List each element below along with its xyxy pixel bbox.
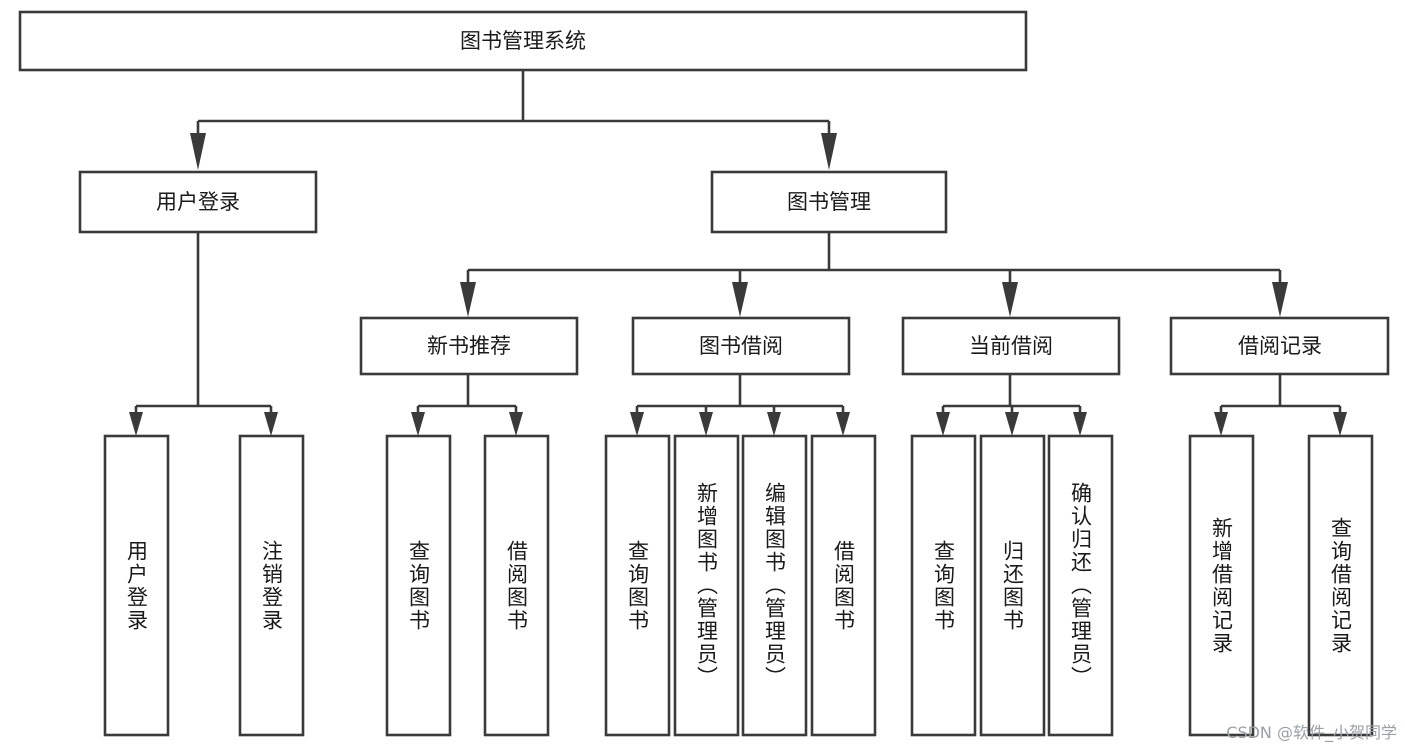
node-box-book-borrow[interactable] <box>631 316 851 376</box>
arrow-head-leaf-borrow-book-2 <box>836 412 850 436</box>
arrow-head-leaf-logout <box>264 412 278 436</box>
node-box-borrow-record[interactable] <box>1169 316 1390 376</box>
node-box-new-book-rec[interactable] <box>359 316 579 376</box>
arrow-head-leaf-edit-book <box>767 412 781 436</box>
arrow-head-leaf-user-login <box>129 412 143 436</box>
node-box-leaf-return-book[interactable] <box>979 434 1046 737</box>
node-label-book-manage: 图书管理 <box>787 190 871 214</box>
connector-group-new-book-rec <box>411 374 523 436</box>
node-label-new-book-rec: 新书推荐 <box>427 334 511 358</box>
node-box-leaf-query-book-3[interactable] <box>910 434 977 737</box>
node-box-leaf-query-book-1[interactable] <box>385 434 452 737</box>
node-box-leaf-add-book[interactable] <box>673 434 740 737</box>
node-label-root: 图书管理系统 <box>460 29 586 53</box>
node-box-leaf-confirm-return[interactable] <box>1047 434 1114 737</box>
node-box-current-borrow[interactable] <box>901 316 1121 376</box>
connector-group-book-manage <box>460 232 1288 317</box>
arrow-head-user-login <box>190 133 206 170</box>
connector-group-root <box>190 70 837 170</box>
node-box-root[interactable] <box>18 10 1028 72</box>
node-box-leaf-logout[interactable] <box>238 434 305 737</box>
node-box-leaf-borrow-book-2[interactable] <box>810 434 877 737</box>
connector-group-user-login <box>129 232 278 436</box>
node-box-leaf-query-record[interactable] <box>1307 434 1374 737</box>
node-box-leaf-add-record[interactable] <box>1188 434 1255 737</box>
node-label-book-borrow: 图书借阅 <box>699 334 783 358</box>
connector-group-current-borrow <box>936 374 1087 436</box>
node-box-book-manage[interactable] <box>710 170 948 234</box>
node-box-leaf-edit-book[interactable] <box>741 434 808 737</box>
arrow-head-leaf-query-record <box>1333 412 1347 436</box>
arrow-head-borrow-record <box>1272 282 1288 317</box>
arrow-head-new-book-rec <box>460 282 476 317</box>
arrow-head-leaf-query-book-2 <box>630 412 644 436</box>
connector-group-book-borrow <box>630 374 850 436</box>
arrow-head-leaf-add-book <box>699 412 713 436</box>
arrow-head-current-borrow <box>1002 282 1018 317</box>
arrow-head-leaf-borrow-book-1 <box>509 412 523 436</box>
arrow-head-book-borrow <box>732 282 748 317</box>
node-label-user-login: 用户登录 <box>156 190 240 214</box>
arrow-head-leaf-add-record <box>1214 412 1228 436</box>
node-box-leaf-borrow-book-1[interactable] <box>483 434 550 737</box>
arrow-head-leaf-query-book-3 <box>936 412 950 436</box>
node-label-current-borrow: 当前借阅 <box>969 334 1053 358</box>
arrow-head-leaf-return-book <box>1005 412 1019 436</box>
node-box-user-login[interactable] <box>78 170 318 234</box>
arrow-head-leaf-confirm-return <box>1073 412 1087 436</box>
node-label-borrow-record: 借阅记录 <box>1238 334 1322 358</box>
arrow-head-book-manage <box>821 133 837 170</box>
node-box-leaf-query-book-2[interactable] <box>604 434 671 737</box>
node-box-leaf-user-login[interactable] <box>103 434 170 737</box>
watermark-text: CSDN @软件_小贺同学 <box>1226 723 1397 742</box>
connector-group-borrow-record <box>1214 374 1347 436</box>
arrow-head-leaf-query-book-1 <box>411 412 425 436</box>
